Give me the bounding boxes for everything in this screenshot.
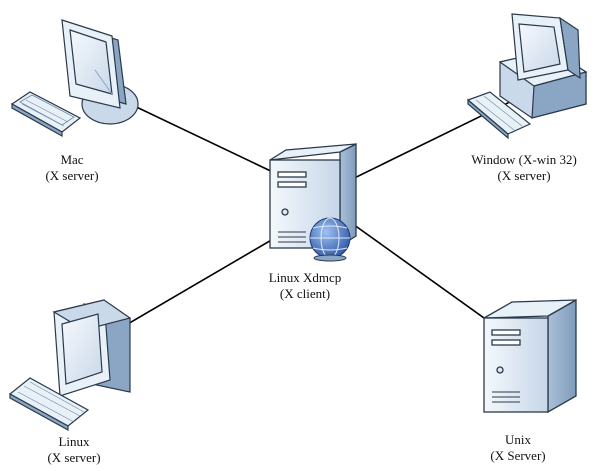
linux-computer-icon	[8, 299, 132, 432]
windows-role: (X server)	[497, 168, 551, 183]
windows-computer-icon	[466, 13, 588, 140]
windows-name: Window (X-win 32)	[471, 152, 577, 167]
mac-label: Mac (X server)	[45, 152, 98, 184]
unix-name: Unix	[504, 432, 531, 447]
center-name: Linux Xdmcp	[268, 270, 342, 285]
center-role: (X client)	[279, 286, 331, 301]
mac-computer-icon	[10, 19, 139, 138]
mac-name: Mac	[60, 152, 84, 167]
linux-label: Linux (X server)	[47, 434, 100, 466]
center-label: Linux Xdmcp (X client)	[269, 270, 342, 302]
linux-name: Linux	[58, 434, 90, 449]
mac-role: (X server)	[45, 168, 99, 183]
unix-role: (X Server)	[490, 448, 546, 463]
unix-label: Unix (X Server)	[490, 432, 545, 464]
windows-label: Window (X-win 32) (X server)	[471, 152, 577, 184]
linux-role: (X server)	[47, 450, 101, 465]
linux-xdmcp-server-icon	[269, 142, 357, 249]
unix-server-icon	[483, 298, 577, 414]
globe-icon	[309, 217, 351, 262]
